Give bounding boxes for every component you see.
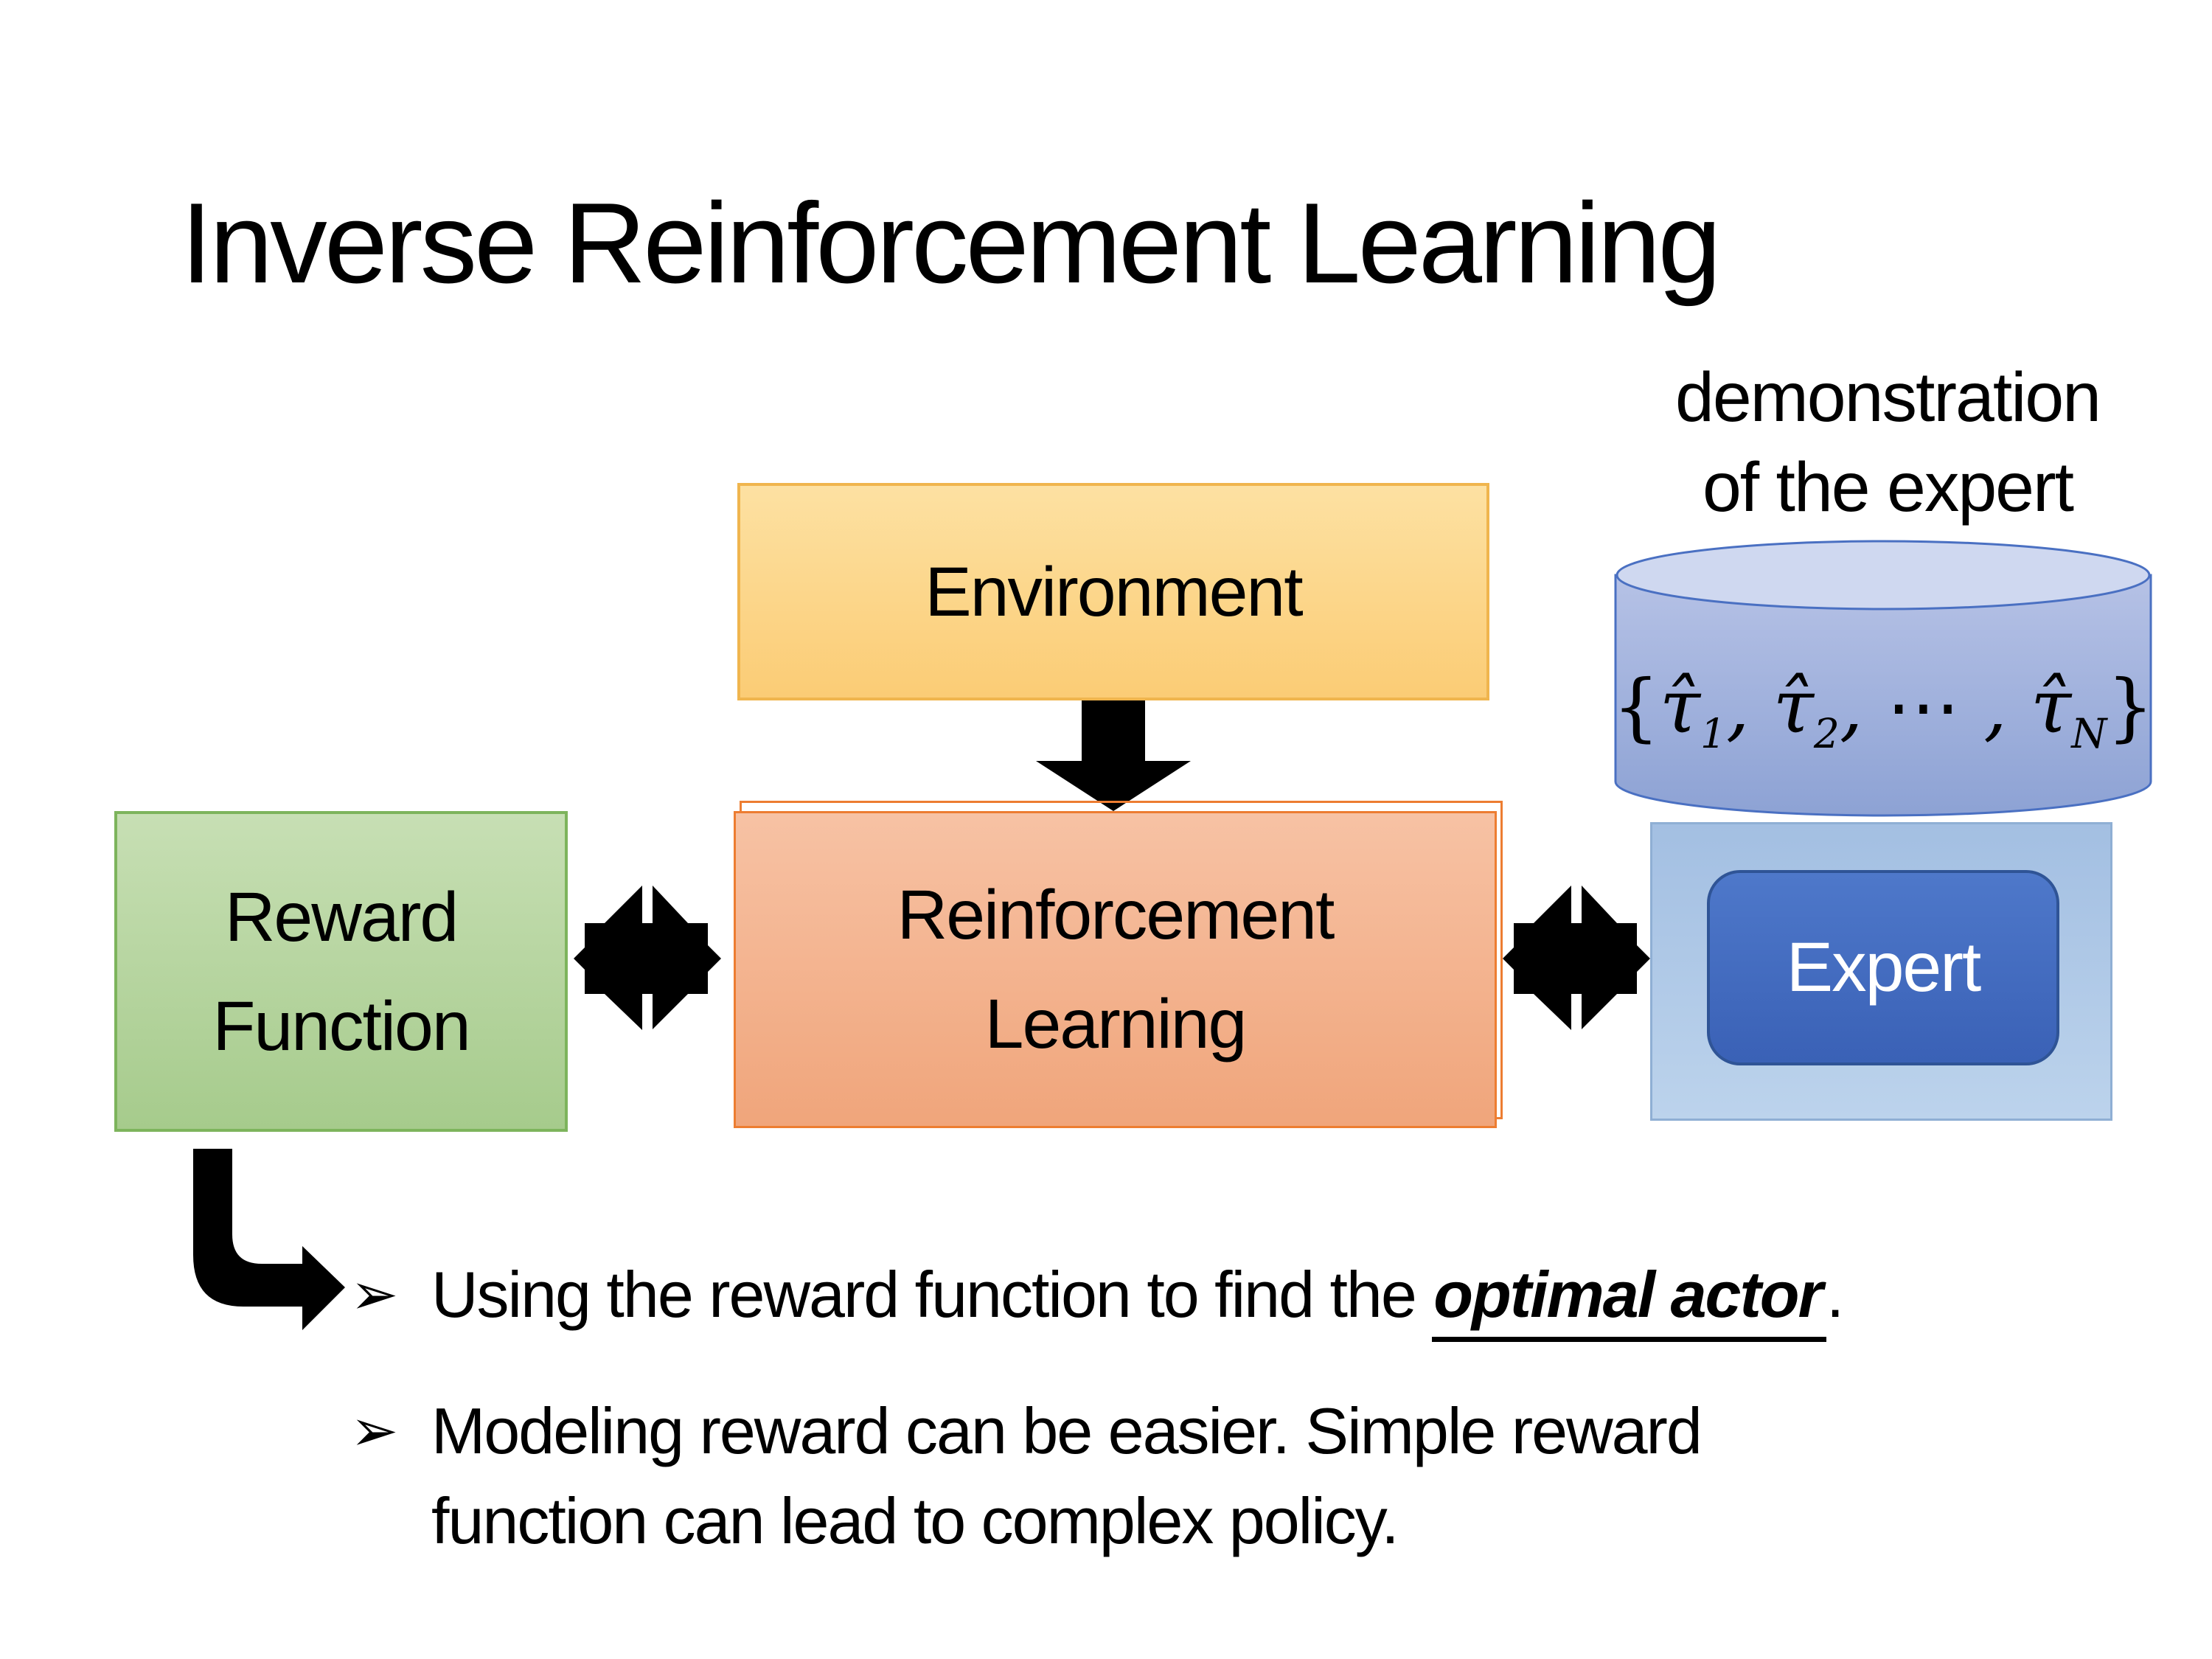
bullet-1-highlight: optimal actor <box>1432 1258 1826 1342</box>
formula-tau-1: τ̂ <box>1659 664 1701 750</box>
formula-sep-1: , <box>1726 664 1773 750</box>
formula-dots: , ⋯ , <box>1839 664 2031 750</box>
bullet-2-text: Modeling reward can be easier. Simple re… <box>431 1386 1703 1566</box>
bullet-2-line1: Modeling reward can be easier. Simple re… <box>431 1394 1703 1467</box>
reward-function-label-line1: Reward <box>224 877 459 956</box>
double-arrow-icon-left <box>574 886 721 1030</box>
bullet-arrow-icon: ➢ <box>350 1398 398 1464</box>
reward-function-label-line2: Function <box>212 987 470 1065</box>
formula-sub-n: N <box>2071 710 2107 757</box>
cylinder-caption-line1: demonstration <box>1674 358 2101 437</box>
double-arrow-icon-right <box>1503 886 1650 1030</box>
reward-function-box: Reward Function <box>114 811 568 1132</box>
formula-tau-2: τ̂ <box>1773 664 1814 750</box>
bullet-1-pre: Using the reward function to find the <box>431 1258 1433 1331</box>
bullet-1-text: Using the reward function to find the op… <box>431 1250 1844 1342</box>
expert-box: Expert <box>1707 870 2059 1065</box>
formula-sub-2: 2 <box>1813 710 1840 757</box>
cylinder-caption: demonstration of the expert <box>1593 352 2183 532</box>
bullet-1-post: . <box>1826 1258 1844 1331</box>
bullet-item-2: ➢ Modeling reward can be easier. Simple … <box>350 1386 2046 1566</box>
reinforcement-learning-label-line2: Learning <box>984 985 1248 1063</box>
reinforcement-learning-box: Reinforcement Learning <box>734 811 1497 1128</box>
page-title: Inverse Reinforcement Learning <box>181 179 1722 307</box>
bullet-item-1: ➢ Using the reward function to find the … <box>350 1250 2157 1342</box>
formula-close-brace: } <box>2107 664 2154 750</box>
environment-label: Environment <box>925 552 1303 631</box>
database-cylinder-icon <box>1614 540 2152 817</box>
bullet-arrow-icon: ➢ <box>350 1262 398 1328</box>
down-arrow-icon <box>1036 700 1191 811</box>
formula-sub-1: 1 <box>1700 710 1727 757</box>
environment-box: Environment <box>737 483 1489 700</box>
trajectory-set-formula: {τ̂1, τ̂2, ⋯ , τ̂N} <box>1613 664 2154 757</box>
expert-label: Expert <box>1786 928 1982 1006</box>
reinforcement-learning-label-line1: Reinforcement <box>897 876 1335 954</box>
elbow-arrow-icon <box>193 1149 345 1330</box>
bullet-2-line2: function can lead to complex policy. <box>431 1484 1399 1557</box>
formula-open-brace: { <box>1613 664 1660 750</box>
cylinder-caption-line2: of the expert <box>1702 448 2074 526</box>
formula-tau-n: τ̂ <box>2030 664 2072 750</box>
